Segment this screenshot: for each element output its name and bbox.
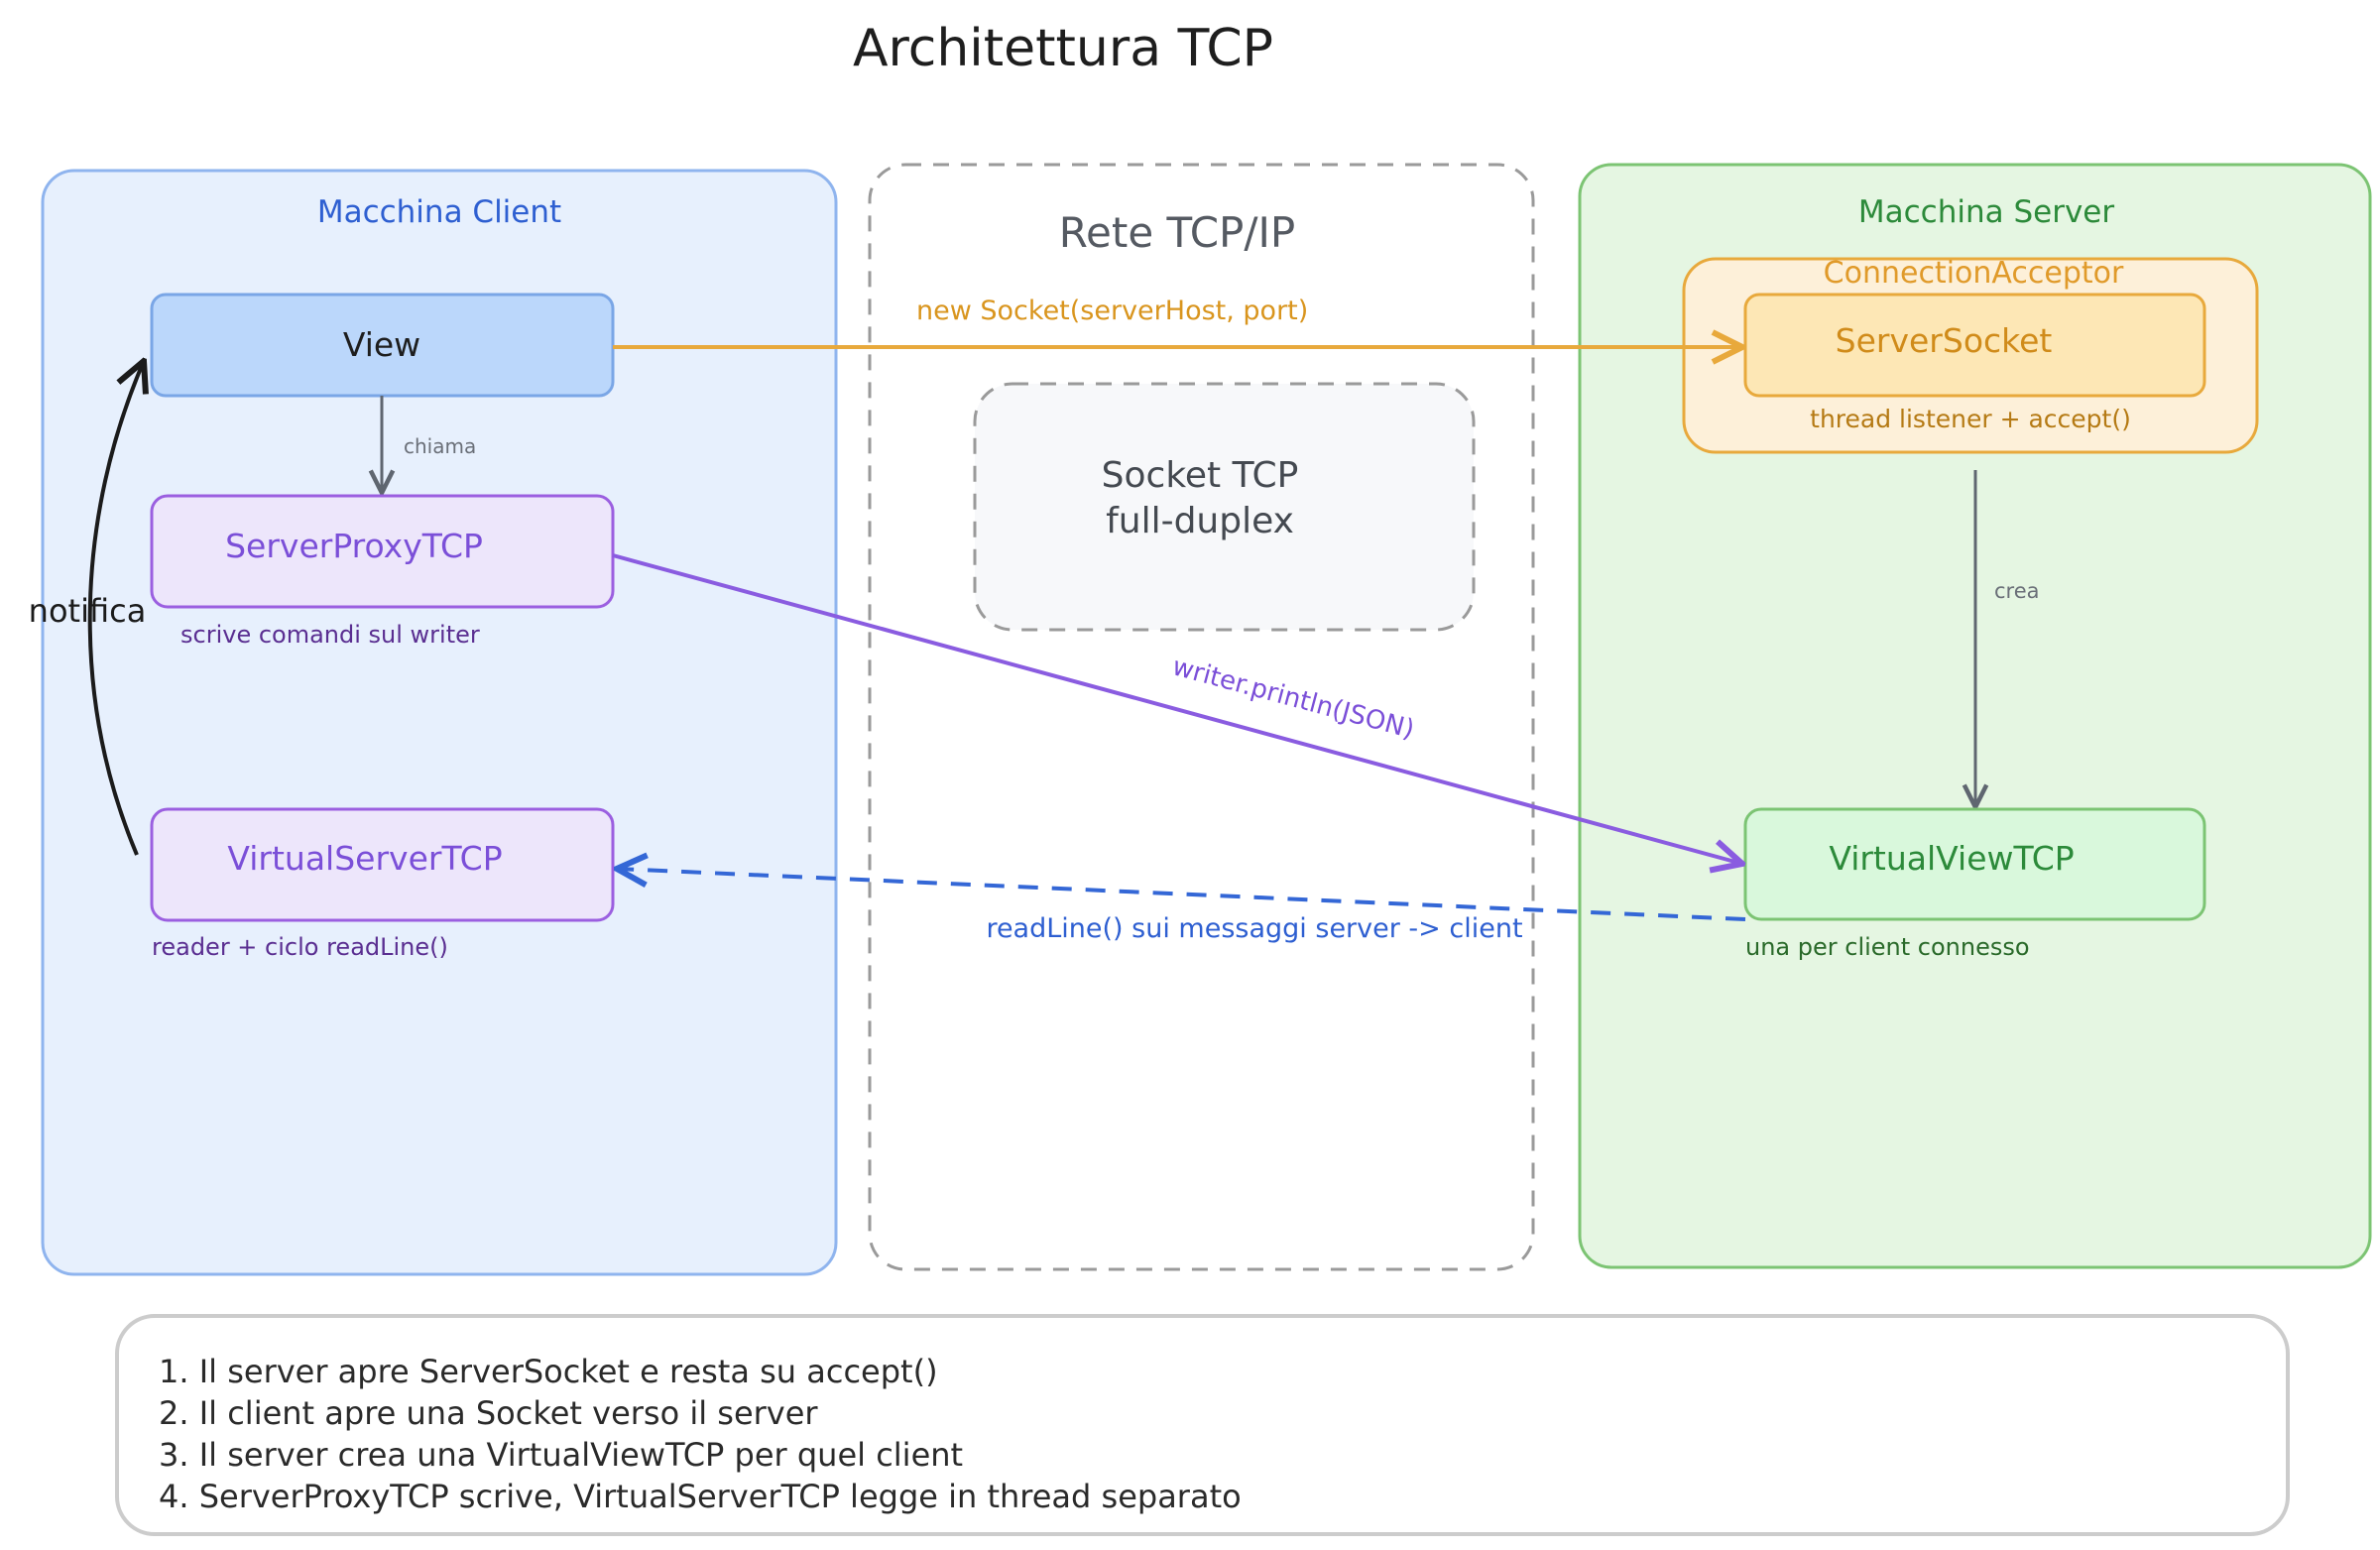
- connection-acceptor-label: ConnectionAcceptor: [1824, 256, 2124, 291]
- notify-label: notifica: [29, 592, 147, 630]
- server-proxy-label: ServerProxyTCP: [225, 527, 483, 565]
- step-1: 1. Il server apre ServerSocket e resta s…: [159, 1353, 938, 1390]
- network-box: [868, 163, 1535, 1271]
- server-proxy-note: scrive comandi sul writer: [180, 621, 480, 649]
- create-label: crea: [1994, 579, 2040, 603]
- writer-arrow: [612, 553, 1742, 864]
- socket-tcp-line1: Socket TCP: [1102, 455, 1299, 496]
- notify-arrow: [87, 361, 144, 856]
- step-3: 3. Il server crea una VirtualViewTCP per…: [159, 1436, 963, 1474]
- server-socket-box[interactable]: [1743, 293, 2206, 398]
- virtual-server-label: VirtualServerTCP: [227, 839, 502, 878]
- socket-tcp-box: [973, 382, 1476, 632]
- call-label: chiama: [404, 434, 476, 458]
- client-machine-box: [41, 169, 838, 1276]
- virtual-view-label: VirtualViewTCP: [1829, 839, 2074, 878]
- view-label: View: [343, 325, 420, 364]
- server-proxy-box[interactable]: [150, 494, 615, 609]
- virtual-view-note: una per client connesso: [1745, 933, 2030, 961]
- virtual-server-box[interactable]: [150, 807, 615, 922]
- virtual-server-note: reader + ciclo readLine(): [152, 933, 448, 961]
- socket-tcp-line2: full-duplex: [1106, 501, 1294, 541]
- network-label: Rete TCP/IP: [1059, 208, 1296, 257]
- writer-label: writer.println(JSON): [1169, 652, 1417, 745]
- diagram-title: Architettura TCP: [853, 19, 1273, 78]
- new-socket-label: new Socket(serverHost, port): [916, 296, 1308, 326]
- readline-arrow: [617, 869, 1746, 921]
- server-socket-label: ServerSocket: [1836, 321, 2053, 360]
- readline-label: readLine() sui messaggi server -> client: [986, 913, 1522, 944]
- step-4: 4. ServerProxyTCP scrive, VirtualServerT…: [159, 1478, 1242, 1515]
- listener-note: thread listener + accept(): [1810, 405, 2131, 433]
- steps-box: [115, 1314, 2290, 1536]
- server-machine-label: Macchina Server: [1858, 194, 2115, 230]
- client-machine-label: Macchina Client: [317, 194, 561, 230]
- step-2: 2. Il client apre una Socket verso il se…: [159, 1394, 818, 1432]
